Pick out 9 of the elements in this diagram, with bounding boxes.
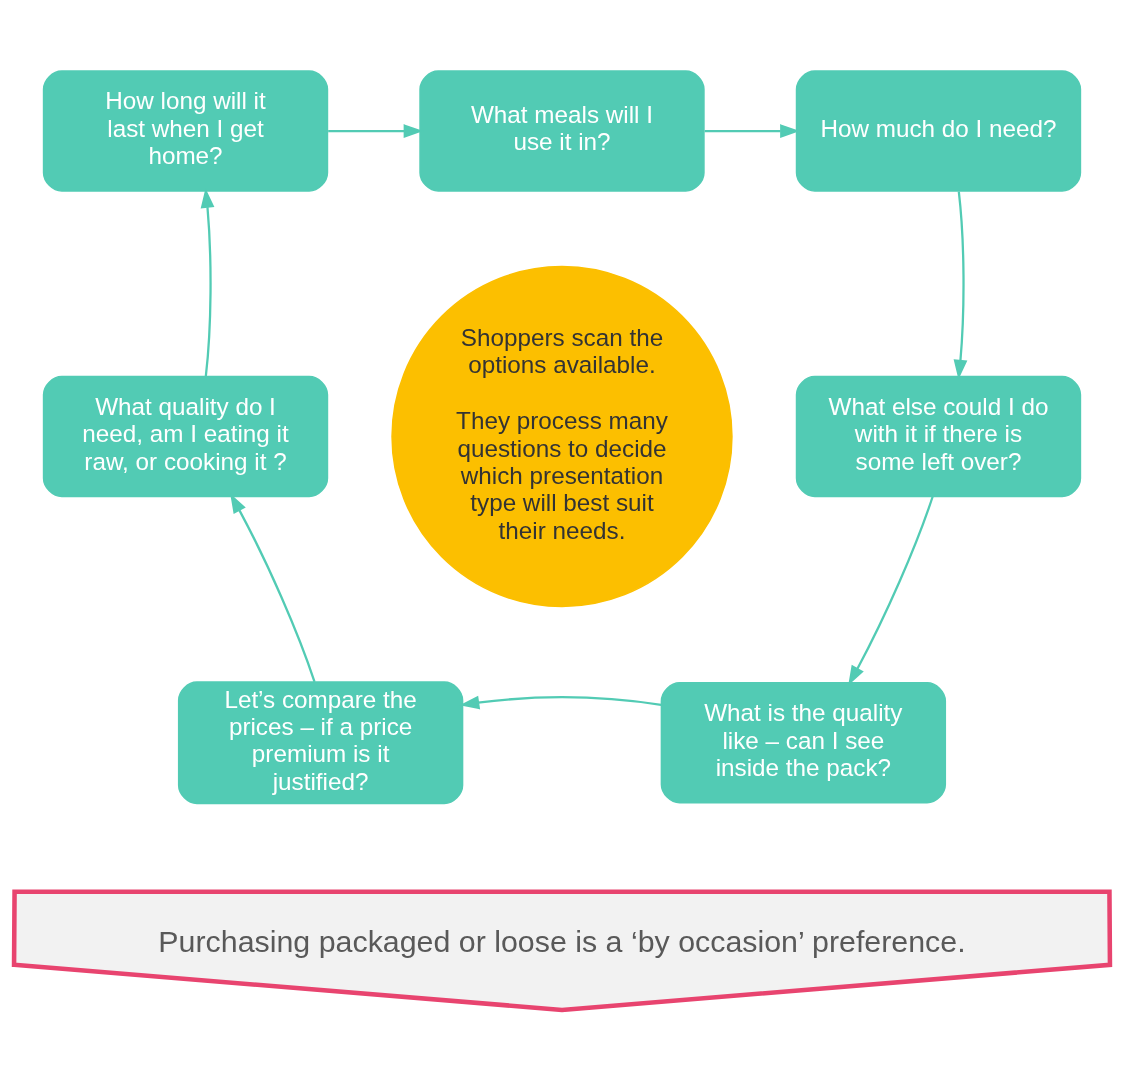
node-box: What else could I do with it if there is some left over? xyxy=(795,375,1082,497)
node-box: How much do I need? xyxy=(795,69,1082,192)
node-circle: Shoppers scan the options available. They process many questions to decide which presentation type will best suit their needs. xyxy=(391,265,733,607)
node-box: How long will it last when I get home? xyxy=(42,69,329,192)
node-box: What meals will I use it in? xyxy=(419,69,705,192)
arrow xyxy=(848,495,934,685)
node-box: What is the quality like – can I see inside the pack? xyxy=(660,681,947,803)
node-box: Let’s compare the prices – if a price premium is it justified? xyxy=(177,680,464,804)
node-box: What quality do I need, am I eating it raw, or cooking it ? xyxy=(42,375,329,497)
